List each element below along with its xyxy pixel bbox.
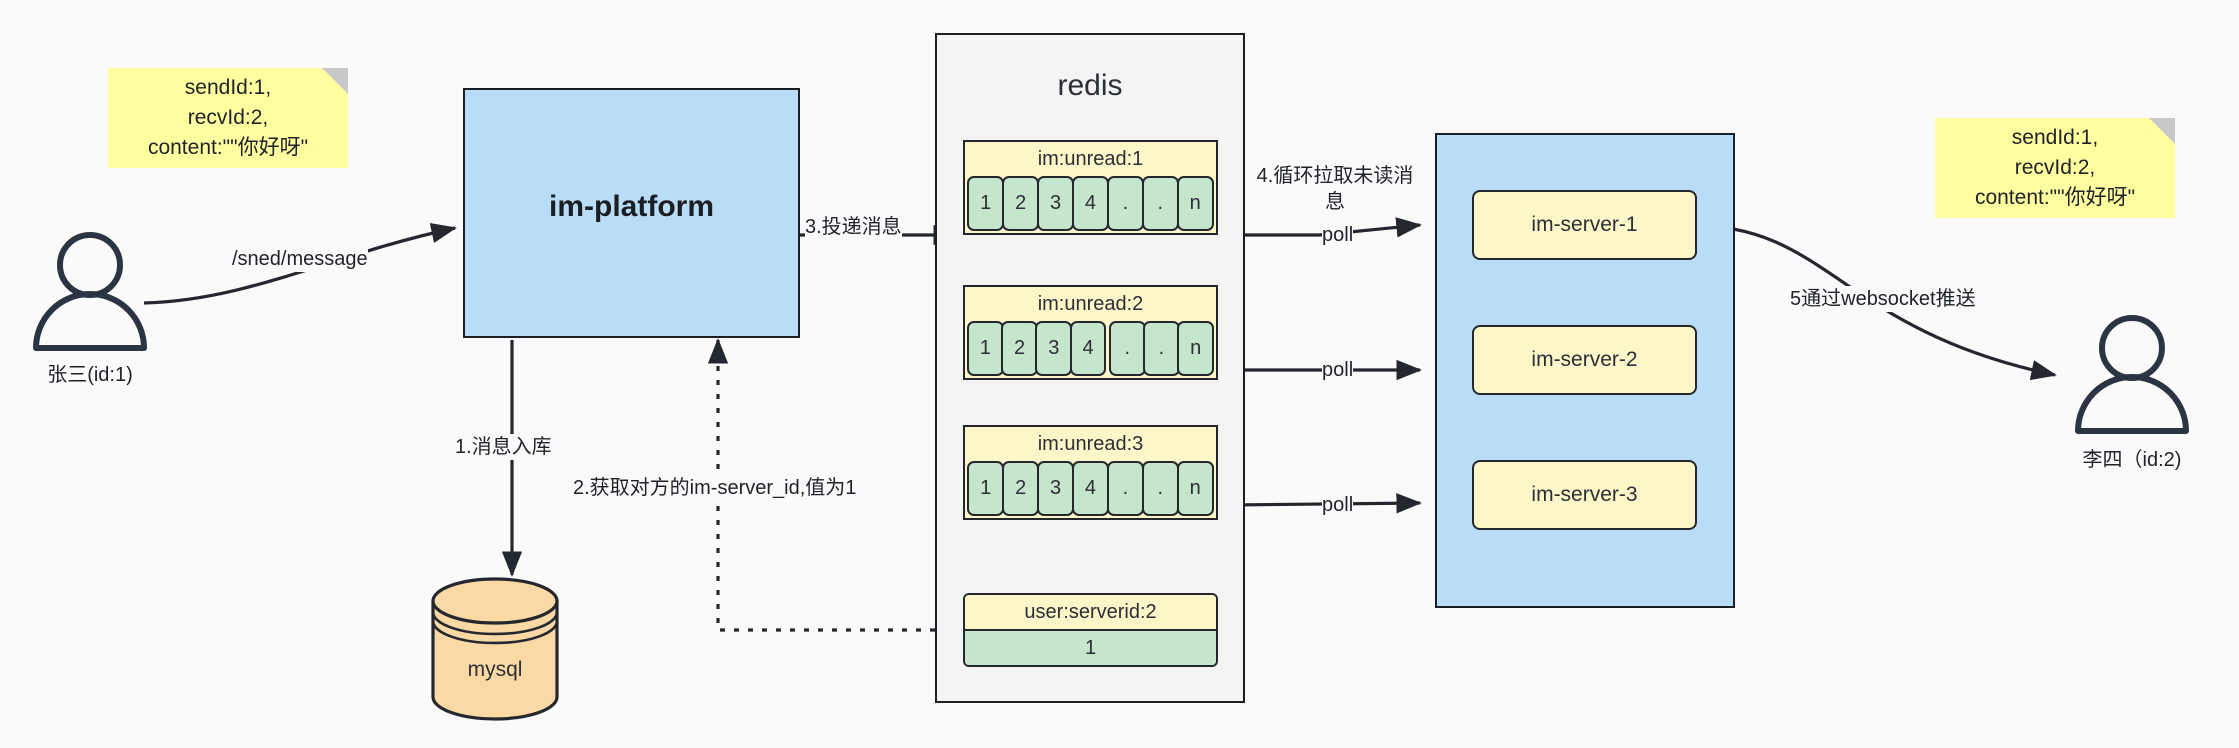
edge-label-poll-2: poll <box>1322 357 1354 383</box>
redis-queue-im-unread-2[interactable]: im:unread:2 1 2 3 4 . . n <box>963 285 1218 380</box>
actor-label-receiver: 李四（id:2) <box>2082 449 2182 471</box>
redis-queue-im-unread-1[interactable]: im:unread:1 1 2 3 4 . . n <box>963 140 1218 235</box>
im-server-2[interactable]: im-server-2 <box>1472 325 1697 395</box>
queue-cell[interactable]: 4 <box>1069 321 1107 376</box>
queue-3-name: im:unread:3 <box>1037 433 1144 455</box>
user-icon-receiver <box>2075 315 2189 434</box>
queue-cell[interactable]: 4 <box>1071 176 1110 231</box>
note-fold-corner <box>2149 118 2175 144</box>
queue-cell[interactable]: 4 <box>1071 461 1110 516</box>
note-right-line-1: sendId:1, <box>2011 126 2099 149</box>
queue-cell[interactable]: 2 <box>1001 176 1040 231</box>
redis-title: redis <box>1057 69 1123 102</box>
database-cylinder-icon <box>431 577 559 721</box>
actor-label-sender: 张三(id:1) <box>47 364 133 386</box>
queue-cell[interactable]: n <box>1176 461 1214 516</box>
queue-cell[interactable]: 1 <box>967 321 1004 376</box>
queue-cell[interactable]: 1 <box>967 176 1005 231</box>
queue-cell[interactable]: 1 <box>967 461 1005 516</box>
note-left-line-1: sendId:1, <box>184 76 272 99</box>
edge-label-send-message: /sned/message <box>232 246 368 272</box>
note-left: sendId:1, recvId:2, content:""你好呀" <box>108 68 348 168</box>
note-right-line-2: recvId:2, <box>2014 156 2096 179</box>
edge-label-poll-1: poll <box>1322 222 1354 248</box>
queue-cell[interactable]: n <box>1176 176 1214 231</box>
queue-2-cells: 1 2 3 4 . . n <box>965 321 1216 378</box>
queue-2-name: im:unread:2 <box>1037 293 1144 315</box>
kv-value: 1 <box>965 631 1216 665</box>
im-server-1[interactable]: im-server-1 <box>1472 190 1697 260</box>
queue-cell[interactable]: 3 <box>1035 321 1073 376</box>
queue-cell[interactable]: 3 <box>1036 176 1075 231</box>
edge-label-step3: 3.投递消息 <box>805 214 902 240</box>
queue-cell[interactable]: n <box>1177 321 1215 376</box>
queue-3-cells: 1 2 3 4 . . n <box>965 461 1216 518</box>
queue-cell[interactable]: . <box>1108 321 1146 376</box>
queue-1-name: im:unread:1 <box>1037 148 1144 170</box>
edge-label-step2: 2.获取对方的im-server_id,值为1 <box>573 475 857 501</box>
edge-label-poll-3: poll <box>1322 492 1354 518</box>
queue-1-cells: 1 2 3 4 . . n <box>965 176 1216 233</box>
redis-queue-im-unread-3[interactable]: im:unread:3 1 2 3 4 . . n <box>963 425 1218 520</box>
note-left-line-2: recvId:2, <box>187 106 269 129</box>
im-platform-box[interactable]: im-platform <box>463 88 800 338</box>
note-right: sendId:1, recvId:2, content:""你好呀" <box>1935 118 2175 218</box>
mysql-label: mysql <box>467 658 523 681</box>
queue-cell[interactable]: 3 <box>1036 461 1075 516</box>
kv-key-label: user:serverid:2 <box>965 595 1216 631</box>
user-icon-sender <box>33 232 147 351</box>
queue-cell[interactable]: . <box>1141 176 1180 231</box>
edge-label-step1: 1.消息入库 <box>455 434 552 460</box>
redis-kv-user-serverid[interactable]: user:serverid:2 1 <box>963 593 1218 667</box>
queue-cell[interactable]: 2 <box>1001 461 1040 516</box>
note-right-line-3: content:""你好呀" <box>1974 186 2136 209</box>
queue-cell[interactable]: . <box>1143 321 1180 376</box>
edge-label-step4: 4.循环拉取未读消息 <box>1255 163 1415 215</box>
im-server-3[interactable]: im-server-3 <box>1472 460 1697 530</box>
note-fold-corner <box>322 68 348 94</box>
note-left-line-3: content:""你好呀" <box>147 136 309 159</box>
queue-cell[interactable]: 2 <box>1001 321 1038 376</box>
queue-cell[interactable]: . <box>1106 176 1145 231</box>
queue-cell[interactable]: . <box>1106 461 1145 516</box>
im-platform-label: im-platform <box>549 190 714 223</box>
queue-cell[interactable]: . <box>1141 461 1180 516</box>
edge-label-step5: 5通过websocket推送 <box>1790 286 1976 312</box>
